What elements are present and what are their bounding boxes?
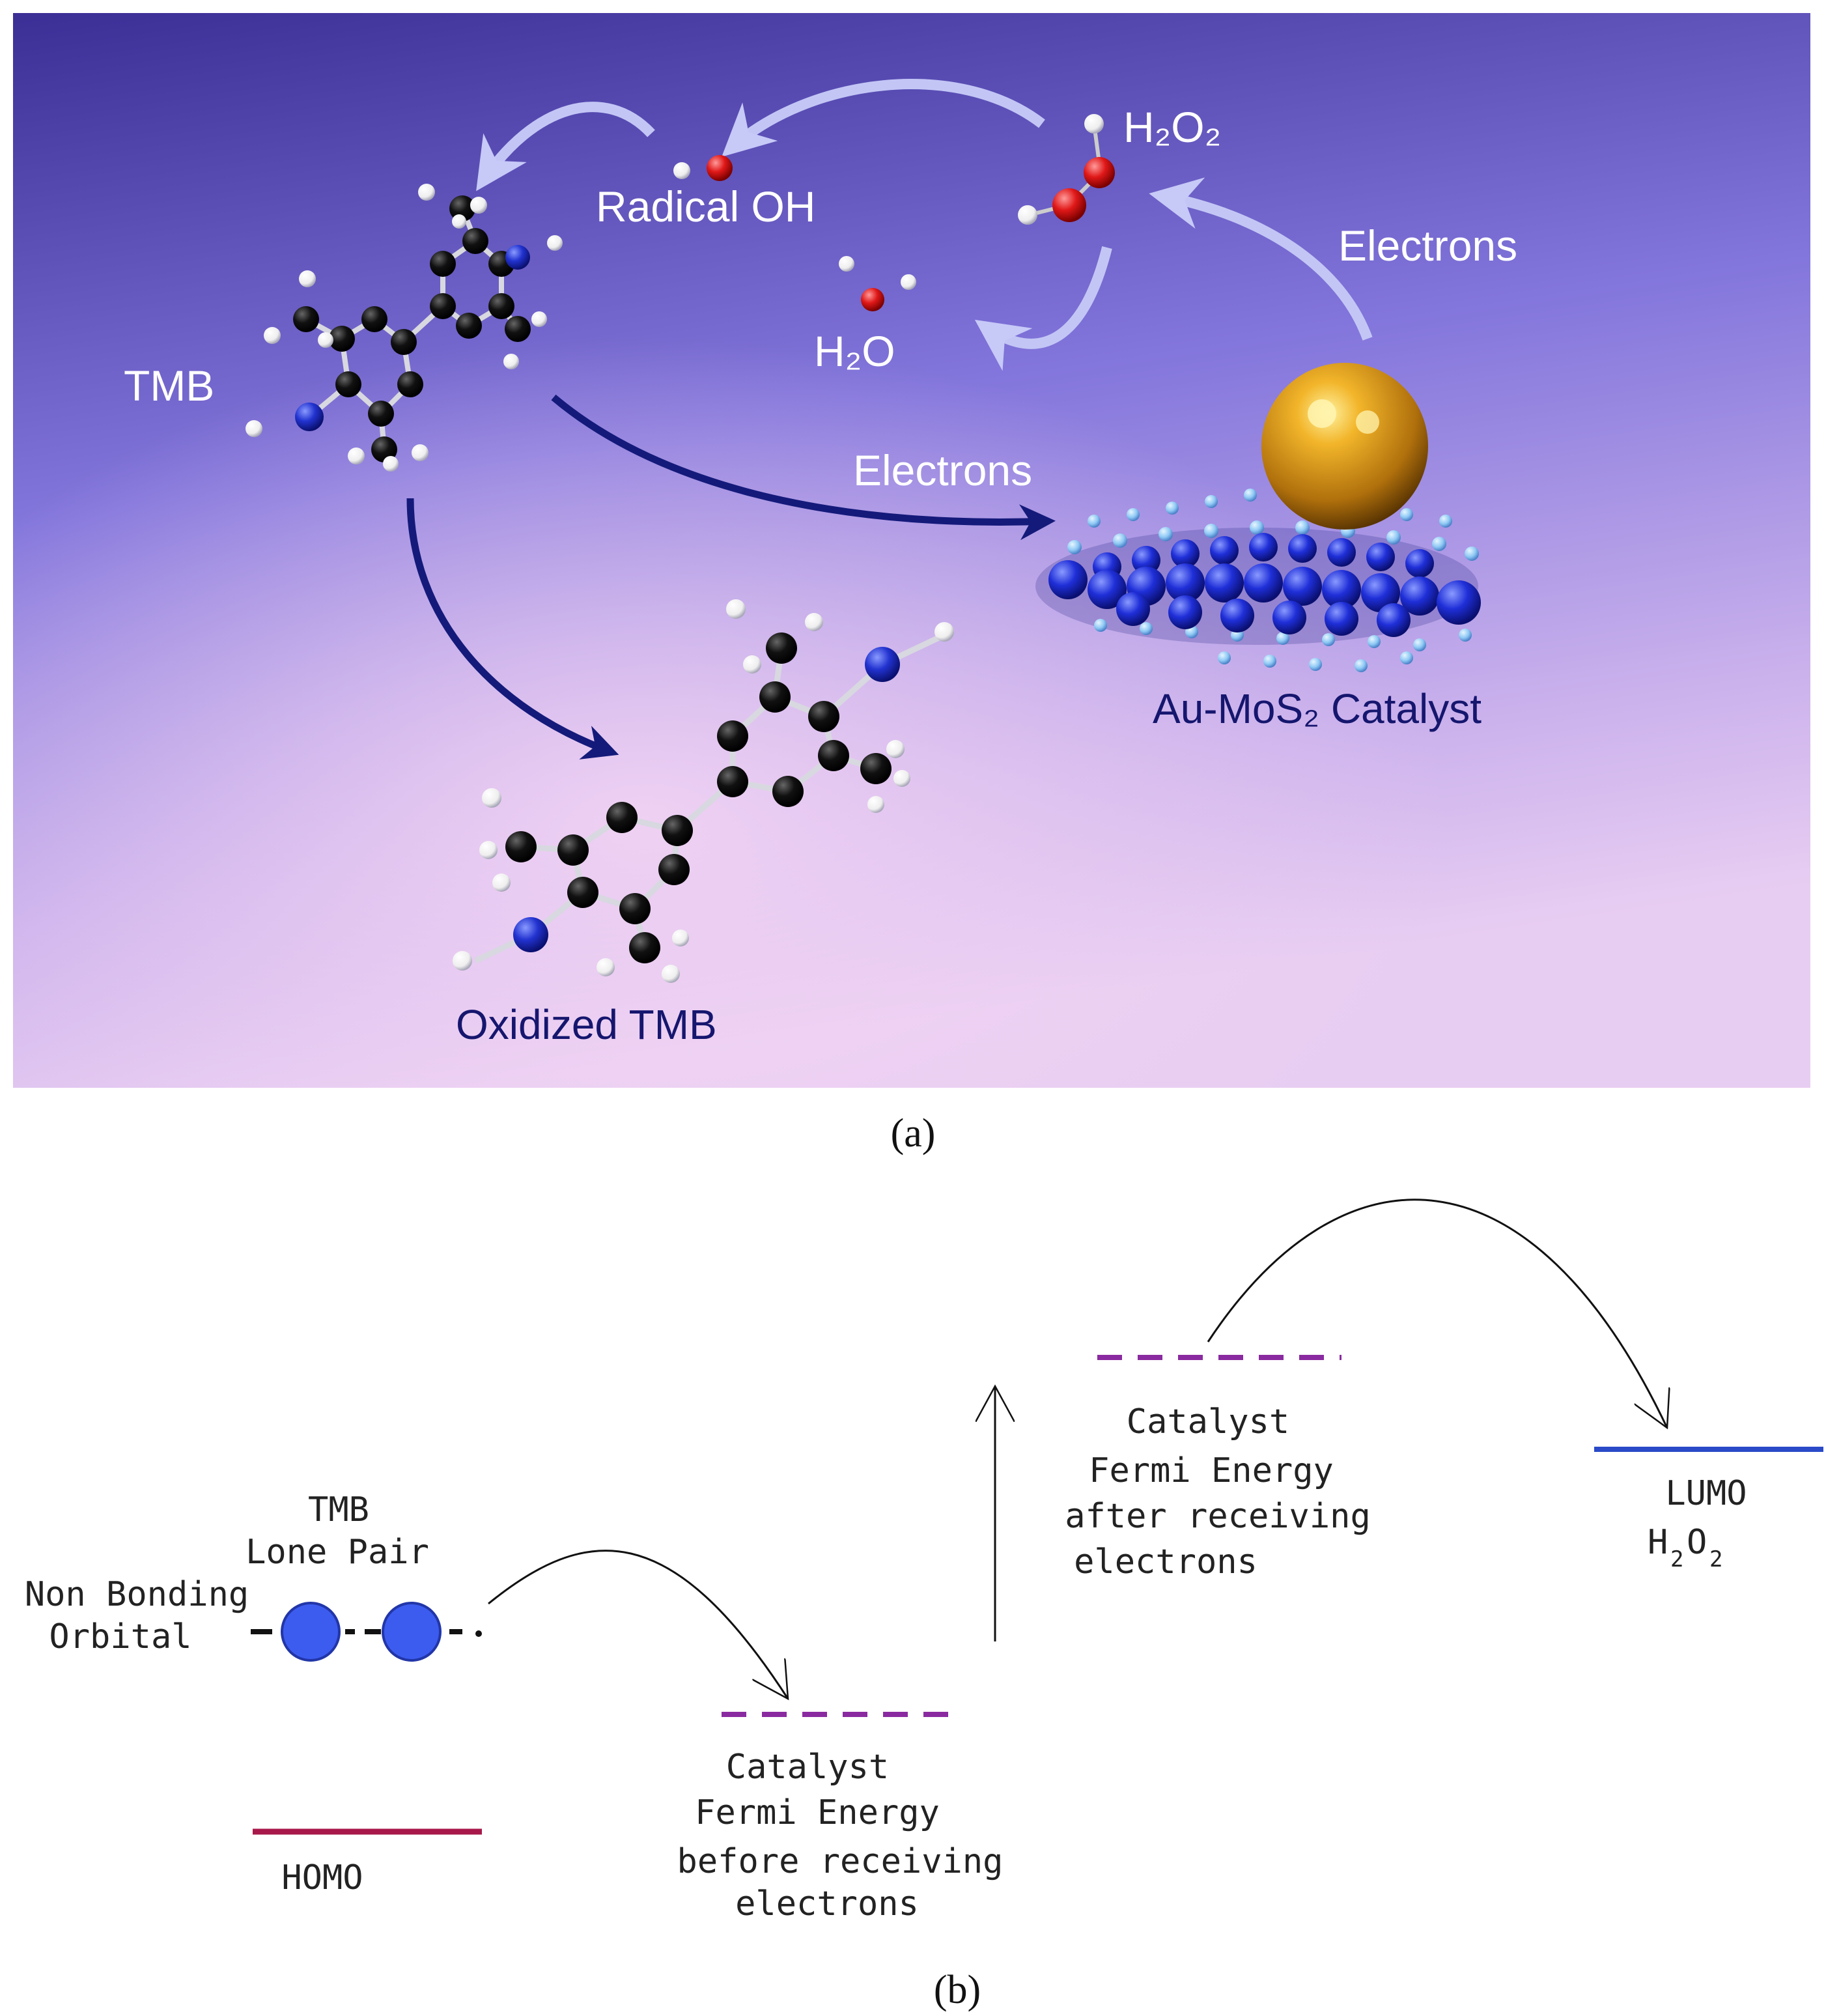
gold-highlight <box>1308 399 1336 428</box>
radical-oh-molecule <box>673 155 733 181</box>
arrow-tmb-to-catalyst <box>551 394 1056 541</box>
label-orbital: Orbital <box>49 1617 191 1656</box>
gold-highlight-2 <box>1356 410 1379 434</box>
h2o2-molecule <box>1018 114 1115 225</box>
electron-2 <box>382 1602 442 1662</box>
caption-a: (a) <box>891 1111 936 1156</box>
label-homo: HOMO <box>281 1858 363 1897</box>
mos2-large-atoms <box>1048 533 1481 637</box>
label-tmb-b: TMB <box>308 1490 369 1529</box>
label-electrons-top: Electrons <box>1338 221 1517 270</box>
label-oxidized-tmb: Oxidized TMB <box>456 1001 717 1048</box>
label-fermi-after-3: after receiving <box>1065 1497 1371 1536</box>
catalyst-illustration <box>1035 363 1481 672</box>
label-lumo-h2o2: H 2 O 2 <box>1648 1523 1722 1572</box>
label-fermi-after-2: Fermi Energy <box>1089 1451 1334 1490</box>
electron-1 <box>281 1602 341 1662</box>
oxidized-tmb-molecule <box>453 599 954 983</box>
label-lone-pair: Lone Pair <box>246 1533 429 1572</box>
arrow-tmb-to-oxidized <box>406 498 619 760</box>
panel-b: TMB Lone Pair Non Bonding Orbital HOMO C… <box>25 1199 1823 1924</box>
tmb-molecule <box>246 184 563 472</box>
lone-pair-orbital <box>251 1602 482 1662</box>
lumo-o: O <box>1687 1523 1707 1562</box>
label-catalyst: Au-MoS₂ Catalyst <box>1153 685 1482 732</box>
arrow-h2o2-to-h2o <box>974 246 1112 371</box>
label-h2o2: H₂O₂ <box>1123 103 1221 151</box>
label-radical-oh: Radical OH <box>596 182 815 231</box>
lumo-h: H <box>1648 1523 1668 1562</box>
gold-nanoparticle <box>1261 363 1428 530</box>
arrow-radical-to-tmb <box>476 102 655 192</box>
label-tmb: TMB <box>124 362 214 410</box>
caption-b: (b) <box>934 1968 981 2012</box>
label-fermi-before-4: electrons <box>735 1884 919 1924</box>
arrow-h2o2-to-radical <box>722 79 1045 157</box>
lumo-sub-2: 2 <box>1709 1546 1722 1572</box>
label-h2o: H₂O <box>814 327 895 375</box>
label-fermi-before-1: Catalyst <box>726 1748 889 1787</box>
arrow-lonepair-to-fermi <box>488 1550 788 1699</box>
h2o-molecule <box>839 256 916 311</box>
label-fermi-after-4: electrons <box>1074 1542 1257 1582</box>
label-lumo: LUMO <box>1665 1474 1747 1513</box>
arrow-fermi-to-lumo <box>1207 1199 1667 1428</box>
label-fermi-after-1: Catalyst <box>1127 1402 1289 1441</box>
mos2-small-atoms <box>1067 485 1479 672</box>
lumo-sub-1: 2 <box>1670 1546 1683 1572</box>
panel-a: Radical OH H₂O₂ Electrons H₂O TMB Electr… <box>13 13 1810 1088</box>
label-fermi-before-2: Fermi Energy <box>695 1793 940 1832</box>
label-fermi-before-3: before receiving <box>677 1842 1004 1881</box>
arrow-catalyst-to-h2o2 <box>1149 177 1373 341</box>
panel-a-glow <box>13 13 1810 1088</box>
label-electrons-mid: Electrons <box>853 446 1032 494</box>
label-nonbonding: Non Bonding <box>25 1575 249 1614</box>
